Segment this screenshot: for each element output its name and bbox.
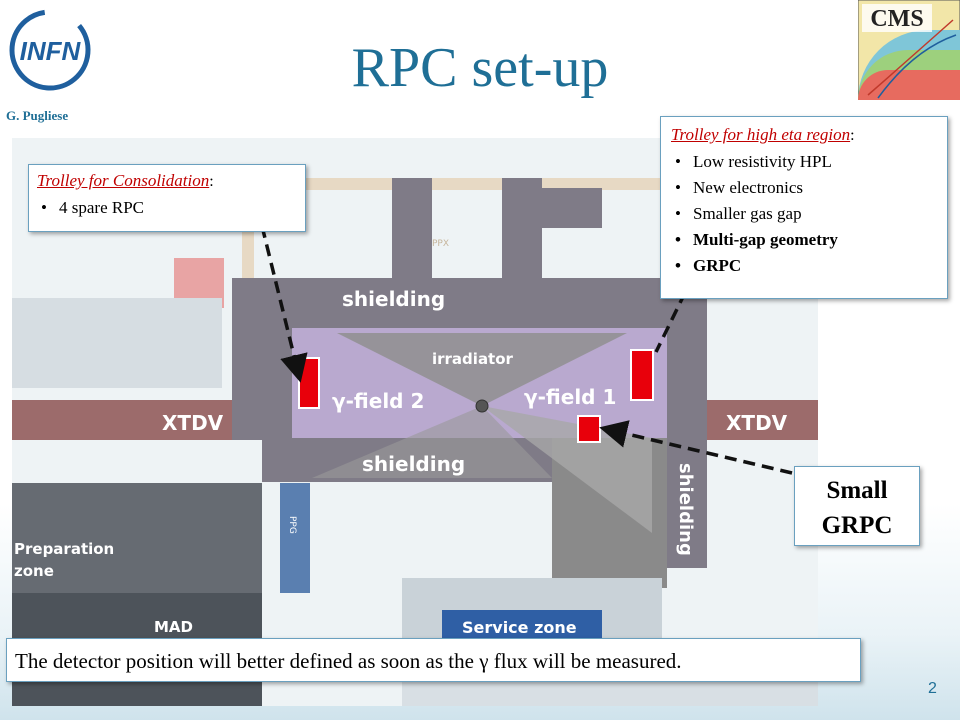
small-grpc-line2: GRPC [821, 512, 893, 539]
shielding-top-wall [232, 278, 692, 330]
floor-plan-map: PPX shielding irradiator γ-field 2 γ-fie… [12, 138, 818, 706]
xtdv-beamline-left [12, 400, 262, 440]
slide-title: RPC set-up [351, 37, 609, 99]
footnote-box: The detector position will better define… [6, 638, 861, 682]
ppg-label: PPG [287, 516, 297, 534]
mad-label: MAD [154, 618, 193, 636]
preparation-zone-label-line2: zone [14, 562, 54, 580]
rpc-high-eta-trolley [630, 349, 654, 401]
preparation-zone [12, 483, 262, 593]
shielding-right-label: shielding [675, 463, 696, 556]
high-eta-trolley-callout: Trolley for high eta region: Low resisti… [660, 116, 948, 299]
footnote-text-before: The detector position will better define… [15, 649, 480, 673]
slide-number: 2 [928, 680, 937, 697]
small-grpc-callout: Small GRPC [794, 466, 920, 546]
arrow-to-consolidation-rpc [260, 225, 308, 383]
infn-logo-text: INFN [20, 36, 82, 66]
high-eta-box-list: Low resistivity HPL New electronics Smal… [671, 149, 937, 279]
irradiator-label: irradiator [432, 350, 514, 368]
xtdv-left-label: XTDV [162, 411, 224, 435]
high-eta-box-colon: : [850, 127, 855, 144]
gamma-field-1-label: γ-field 1 [524, 385, 616, 409]
arrow-to-small-grpc [599, 420, 793, 475]
footnote-text-after: flux will be measured. [488, 649, 682, 673]
gamma-field-2-label: γ-field 2 [332, 389, 424, 413]
xtdv-beamline-right [702, 400, 818, 440]
service-zone-label: Service zone [462, 618, 577, 637]
footnote-gamma-symbol: γ [479, 649, 489, 673]
rpc-consolidation-trolley [298, 357, 320, 409]
cms-logo-text: CMS [870, 6, 923, 32]
consolidation-trolley-callout: Trolley for Consolidation: 4 spare RPC [28, 164, 306, 232]
consolidation-box-title: Trolley for Consolidation [37, 171, 210, 190]
list-item: New electronics [675, 175, 937, 201]
author-label: G. Pugliese [6, 108, 69, 123]
list-item: 4 spare RPC [41, 195, 297, 221]
ppx-label: PPX [432, 239, 449, 249]
shielding-top-label: shielding [342, 287, 445, 311]
list-item: GRPC [675, 253, 937, 279]
list-item: Multi-gap geometry [675, 227, 937, 253]
list-item: Low resistivity HPL [675, 149, 937, 175]
xtdv-right-label: XTDV [726, 411, 788, 435]
shielding-left-wall [232, 330, 292, 440]
arrow-to-high-eta-rpc [654, 257, 704, 353]
small-grpc-detector [577, 415, 601, 443]
consolidation-box-list: 4 spare RPC [37, 195, 297, 221]
shielding-right-wall [667, 288, 707, 568]
high-eta-box-title: Trolley for high eta region [671, 125, 851, 144]
preparation-zone-label-line1: Preparation [14, 540, 114, 558]
ppg-block [280, 483, 310, 593]
consolidation-box-colon: : [209, 173, 214, 190]
cms-logo: CMS [858, 0, 960, 100]
shielding-bottom-label: shielding [362, 452, 465, 476]
infn-logo: INFN [9, 9, 91, 91]
service-zone [442, 610, 602, 640]
list-item: Smaller gas gap [675, 201, 937, 227]
small-grpc-line1: Small [826, 477, 888, 504]
